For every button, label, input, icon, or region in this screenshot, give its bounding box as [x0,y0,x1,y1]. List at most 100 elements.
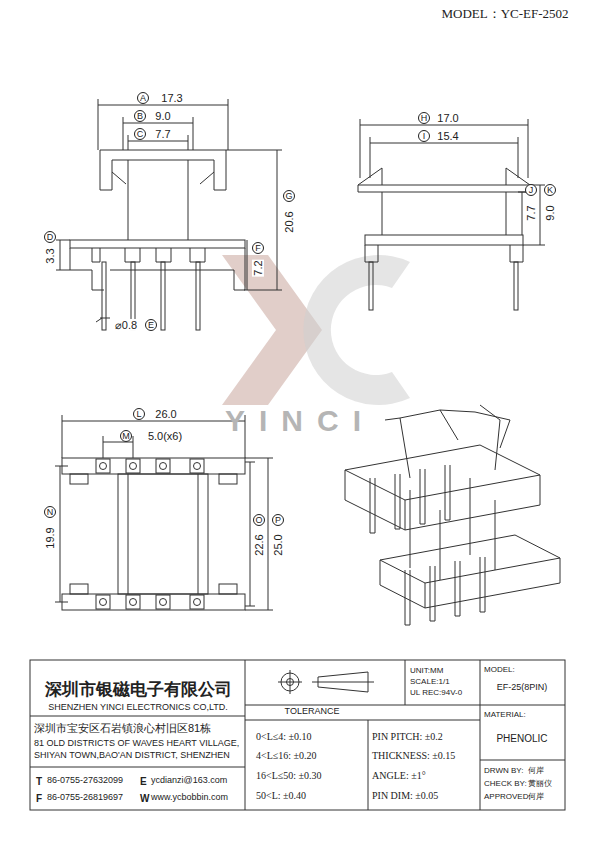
dimension-value: 25.0 [272,533,284,556]
title-block-text: CHECK BY: [484,780,527,789]
title-block-text: SCALE:1/1 [410,678,450,687]
pin-hole [194,463,201,470]
side-view [358,119,545,310]
title-block-text: www.ycbobbin.com [151,793,228,803]
title-block-text: APPROVED: [484,793,531,802]
callout-letter: O [255,516,262,525]
iso-pin [430,566,435,621]
pin-pad [96,459,110,473]
dimension-callout: F [252,242,264,254]
dimension-callout: L [133,408,145,420]
watermark-text: YINCI [225,404,375,437]
title-block-text: 4<L≤16: ±0.20 [256,750,317,761]
pin-pad [126,595,140,609]
pin-pad [96,595,110,609]
dimension-callout: B [134,110,146,122]
dimension-callout: D [44,231,56,243]
iso-pin [370,478,375,533]
callout-letter: J [529,186,534,195]
dimension-value: 3.3 [44,247,56,264]
front-view [56,99,282,330]
pin-pad [190,595,204,609]
callout-letter: E [148,321,154,330]
pin-hole [194,599,201,606]
callout-letter: F [255,244,261,253]
pin-pad [156,595,170,609]
dimension-value: 22.6 [253,533,265,556]
top-view [55,415,273,610]
title-block-text: 81 OLD DISTRICTS OF WAVES HEART VILLAGE, [34,739,239,749]
callout-letter: P [275,516,281,525]
callout-letter: H [421,114,428,123]
callout-letter: B [137,112,143,121]
iso-pin [455,561,460,616]
dimension-value: 7.2 [252,259,264,276]
iso-pin [480,557,485,612]
watermark-logo [222,255,410,405]
dimension-callout: H [418,112,430,124]
title-block-text: PIN PITCH: ±0.2 [372,731,443,742]
pin-hole [130,463,137,470]
title-block-text: E [140,776,147,787]
callout-letter: L [136,410,141,419]
title-block-text: 50<L: ±0.40 [256,790,306,801]
dimension-callout: O [253,514,265,526]
title-block-text: DRWN BY: [484,767,523,776]
pin-hole [100,463,107,470]
dimension-value: 5.0(x6) [147,430,183,442]
dimension-callout: A [137,92,149,104]
dimension-callout: C [134,128,146,140]
dimension-value: 17.3 [160,92,183,104]
callout-letter: N [47,508,54,517]
pin-hole [160,599,167,606]
pin-hole [160,463,167,470]
dimension-value: 19.9 [44,526,56,549]
pin-pad [190,459,204,473]
model-number: MODEL：YC-EF-2502 [441,7,568,21]
title-block-text: 何岸 [528,793,544,802]
iso-pin [395,474,400,529]
title-block-text: 0<L≤4: ±0.10 [256,731,312,742]
dimension-value: 20.6 [283,210,295,233]
title-block-text: 16<L≤50: ±0.30 [256,770,322,781]
dimension-callout: M [120,430,132,442]
callout-letter: G [285,192,292,201]
dimension-callout: N [44,506,56,518]
title-block-text: 86-0755-26819697 [47,793,123,803]
dimension-value: 9.0 [544,204,556,221]
title-block-text: W [140,793,149,804]
title-block-text: ycdianzi@163.com [151,776,227,786]
title-block-text: 86-0755-27632099 [47,776,123,786]
title-block-text: UNIT:MM [410,667,443,676]
iso-pin [420,469,425,524]
title-block-text: 黄丽仪 [528,780,552,789]
pin-hole [100,599,107,606]
pin-pad [156,459,170,473]
dimension-value: 26.0 [154,408,177,420]
title-block-text: PHENOLIC [496,733,547,744]
iso-pin [405,570,410,625]
title-block-text: PIN DIM: ±0.05 [372,790,438,801]
callout-letter: I [423,132,426,141]
title-block-text: THICKNESS: ±0.15 [372,750,455,761]
dimension-callout: I [418,130,430,142]
dimension-callout: G [283,190,295,202]
dimension-value: 9.0 [154,110,171,122]
title-block-text: T [36,776,42,787]
dimension-callout: E [145,319,157,331]
dimension-value: 7.7 [154,128,171,140]
title-block [30,660,565,810]
iso-pin [445,465,450,520]
title-block-text: SHIYAN TOWN,BAO'AN DISTRICT, SHENZHEN [34,751,230,761]
callout-letter: C [137,130,144,139]
callout-letter: K [547,186,553,195]
pin-hole [130,599,137,606]
title-block-text: UL REC:94V-0 [410,689,462,698]
dimension-value: 15.4 [436,130,459,142]
title-block-text: 深圳市宝安区石岩镇浪心村旧区81栋 [34,722,211,734]
callout-letter: M [122,432,130,441]
dimension-value: 7.7 [525,204,537,221]
dimension-callout: P [272,514,284,526]
title-block-text: SHENZHEN YINCI ELECTRONICS CO,LTD. [48,703,228,713]
dimension-value: 17.0 [436,112,459,124]
